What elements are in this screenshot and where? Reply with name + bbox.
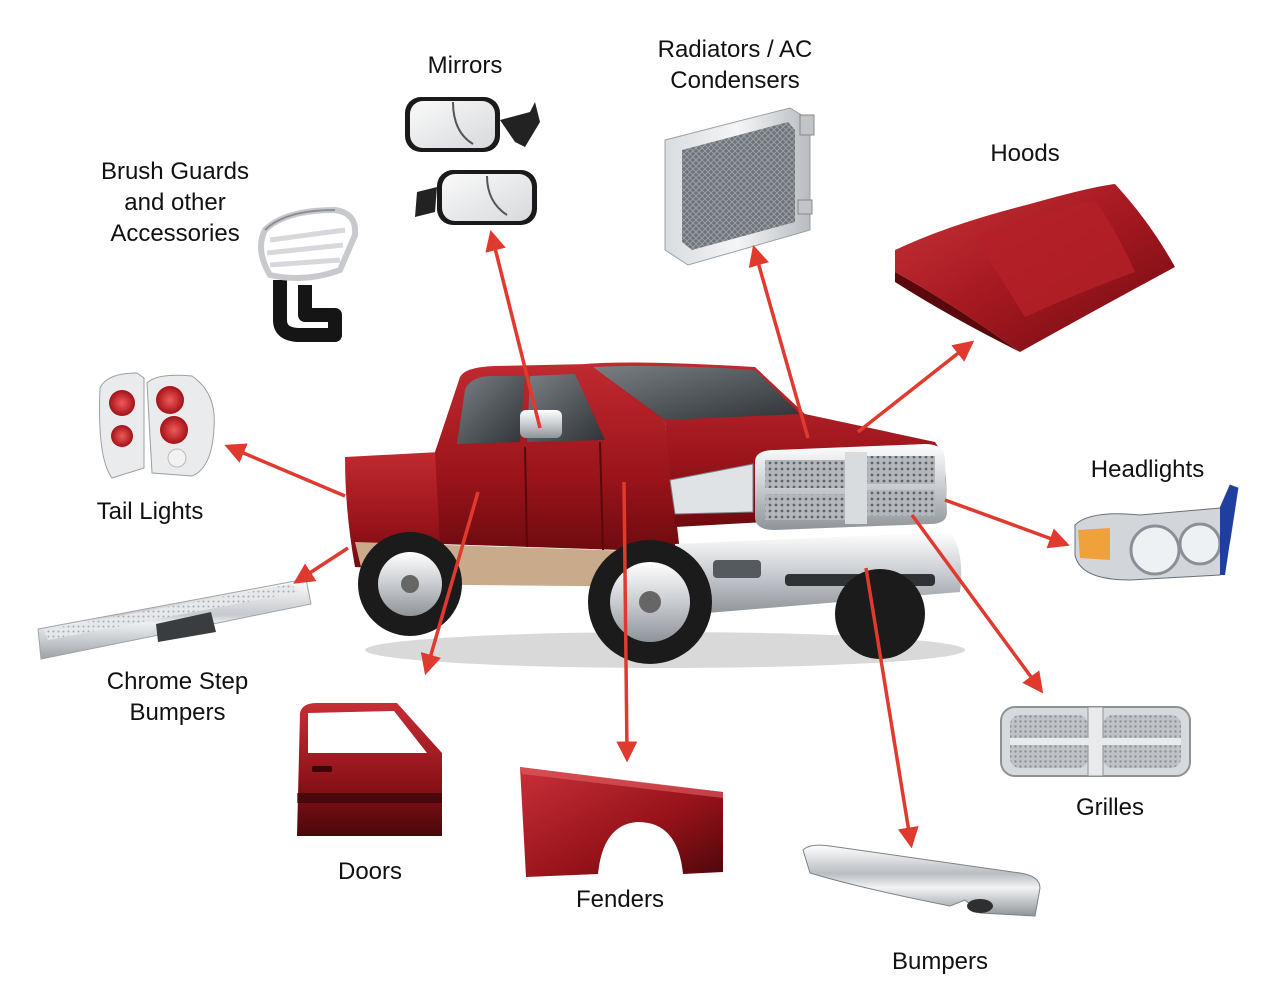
label-doors: Doors [315,856,425,887]
label-fenders-text: Fenders [575,886,665,913]
label-grilles: Grilles [1050,792,1170,823]
label-mirrors-text: Mirrors [427,52,503,79]
arrow-grilles [910,513,1044,694]
arrow-hoods [856,340,975,434]
arrow-tail-lights [224,443,346,498]
label-radiators-line1: Radiators / AC [657,36,813,63]
pickup-truck-illustration [345,362,965,668]
label-chrome-step-line1: Chrome Step [106,668,249,695]
radiator-icon [664,107,815,266]
label-headlights-text: Headlights [1090,456,1205,483]
arrow-bumpers [864,567,919,849]
label-tail-lights: Tail Lights [70,496,230,527]
fender-icon [520,767,723,877]
label-brush-guards-line3: Accessories [110,220,240,247]
label-brush-guards-line2: and other [124,189,226,216]
label-doors-text: Doors [337,858,403,885]
label-bumpers-text: Bumpers [891,948,989,975]
label-bumpers: Bumpers [875,946,1005,977]
arrow-radiators [748,244,810,439]
label-headlights: Headlights [1070,454,1225,485]
arrow-step-bumpers [293,546,349,584]
headlight-icon [1074,484,1239,581]
arrow-headlights [944,498,1070,549]
label-radiators: Radiators / AC Condensers [630,34,840,96]
label-fenders: Fenders [560,884,680,915]
label-chrome-step-line2: Bumpers [129,699,226,726]
door-icon [297,703,442,836]
hood-icon [895,184,1175,352]
label-grilles-text: Grilles [1075,794,1144,821]
label-brush-guards-line1: Brush Guards [100,158,250,185]
arrow-doors [420,491,480,676]
label-hoods: Hoods [965,138,1085,169]
label-mirrors: Mirrors [405,50,525,81]
side-mirror-icon [405,97,540,225]
label-radiators-line2: Condensers [670,67,800,94]
grille-icon [1000,706,1191,777]
label-chrome-step-bumpers: Chrome Step Bumpers [85,666,270,728]
label-brush-guards: Brush Guards and other Accessories [80,156,270,249]
tail-light-icon [99,372,215,479]
chrome-step-bumper-icon [37,578,312,660]
front-bumper-icon [802,844,1041,917]
arrow-fenders [616,481,638,763]
brush-guard-icon [258,206,359,342]
arrow-mirrors [485,229,542,429]
label-hoods-text: Hoods [990,140,1060,167]
label-tail-lights-text: Tail Lights [96,498,204,525]
